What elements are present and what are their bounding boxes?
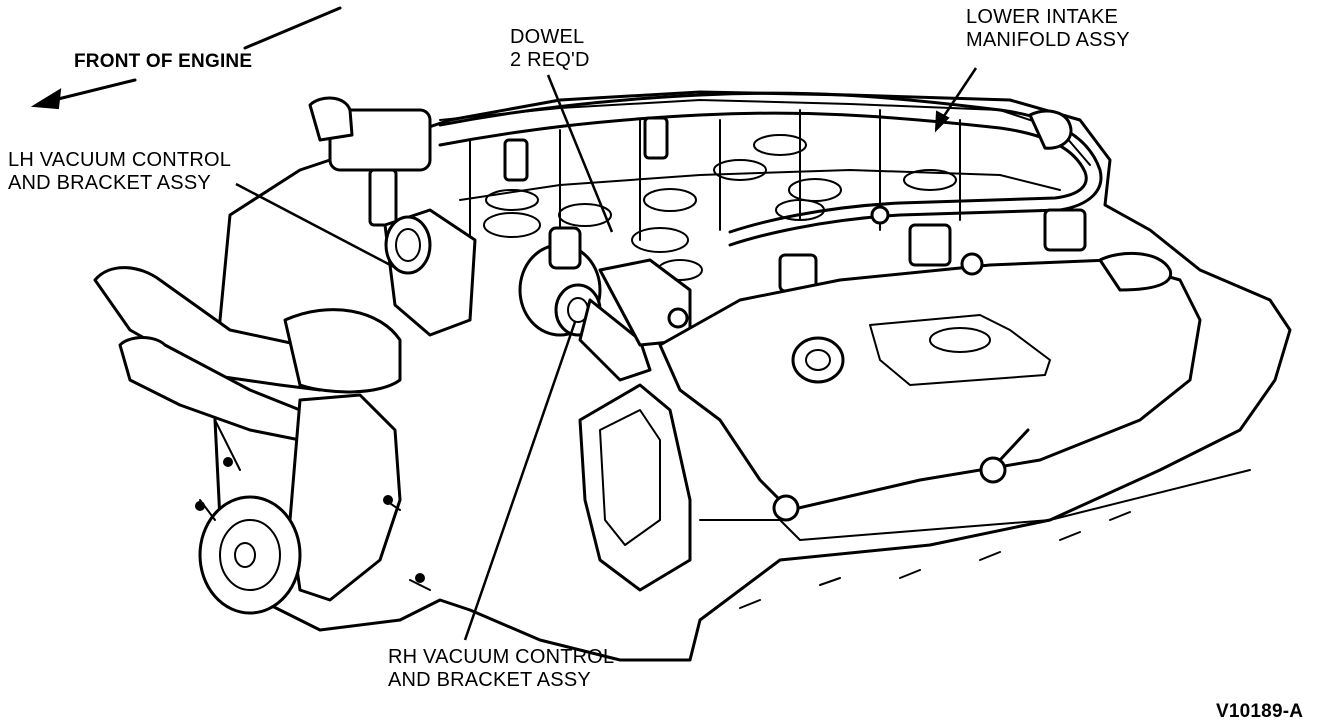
leader-lines (235, 67, 978, 641)
lower-intake-label-line1: LOWER INTAKE (966, 6, 1119, 28)
lh-vacuum-label-line1: LH VACUUM CONTROL (8, 149, 232, 171)
valve-cover (658, 251, 1251, 541)
lh-vacuum-label-line2: AND BRACKET ASSY (8, 172, 211, 194)
bolts (667, 205, 1030, 522)
lh-vacuum-control (308, 96, 477, 337)
front-of-engine-label: FRONT OF ENGINE (74, 51, 253, 72)
lh-vacuum-label: LH VACUUM CONTROL AND BRACKET ASSY (8, 149, 231, 195)
rh-vacuum-control (518, 226, 692, 382)
block-texture (739, 511, 1131, 609)
dowel-label-line1: DOWEL (510, 26, 585, 48)
dowel-label-line2: 2 REQ'D (510, 49, 590, 71)
dowel-label: DOWEL 2 REQ'D (510, 26, 590, 72)
lower-intake-manifold (439, 99, 1091, 281)
arrow-left-down-icon (30, 6, 342, 110)
rh-vacuum-label-line2: AND BRACKET ASSY (388, 669, 591, 691)
cylinder-head (578, 383, 692, 592)
rh-vacuum-label: RH VACUUM CONTROL AND BRACKET ASSY (388, 646, 614, 692)
rh-vacuum-label-line1: RH VACUUM CONTROL (388, 646, 615, 668)
lower-intake-label-line2: MANIFOLD ASSY (966, 29, 1130, 51)
water-pump (93, 266, 431, 615)
figure-id: V10189-A (1216, 701, 1304, 722)
lower-intake-label: LOWER INTAKE MANIFOLD ASSY (966, 6, 1130, 52)
